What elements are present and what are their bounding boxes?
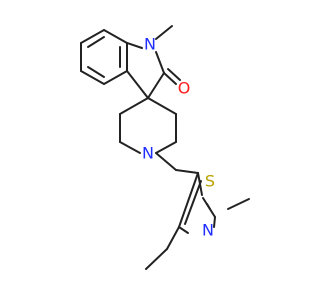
bond (87, 36, 105, 48)
bond (213, 216, 216, 228)
bond (147, 72, 165, 99)
bond (87, 66, 105, 78)
bond (206, 203, 211, 210)
molecule-structure: N O N S N (80, 25, 250, 270)
bond-layer (80, 25, 250, 270)
bond (167, 68, 181, 81)
atom-label-layer: N O N S N (142, 35, 215, 240)
nitrogen-label: N (142, 144, 154, 163)
bond (178, 172, 199, 228)
bond (103, 70, 128, 85)
bond (80, 70, 105, 85)
bond (155, 51, 165, 74)
molecule-canvas: N O N S N (80, 25, 250, 270)
oxygen-label: O (178, 79, 191, 98)
bond (103, 29, 128, 44)
bond (155, 25, 173, 40)
bond (175, 169, 199, 174)
bond (145, 248, 168, 270)
sulfur-label: S (205, 172, 215, 191)
bond (184, 180, 202, 225)
bond (155, 141, 177, 154)
bond (126, 70, 149, 99)
bond (163, 72, 177, 85)
bond (126, 42, 143, 49)
bond (147, 97, 177, 115)
bond (178, 226, 189, 234)
nitrogen-label: N (144, 35, 156, 54)
bond (155, 152, 177, 171)
bond (119, 141, 141, 154)
bond (80, 29, 105, 44)
bond (119, 97, 149, 115)
bond (227, 198, 250, 210)
bond (166, 226, 180, 250)
nitrogen-label: N (202, 221, 214, 240)
